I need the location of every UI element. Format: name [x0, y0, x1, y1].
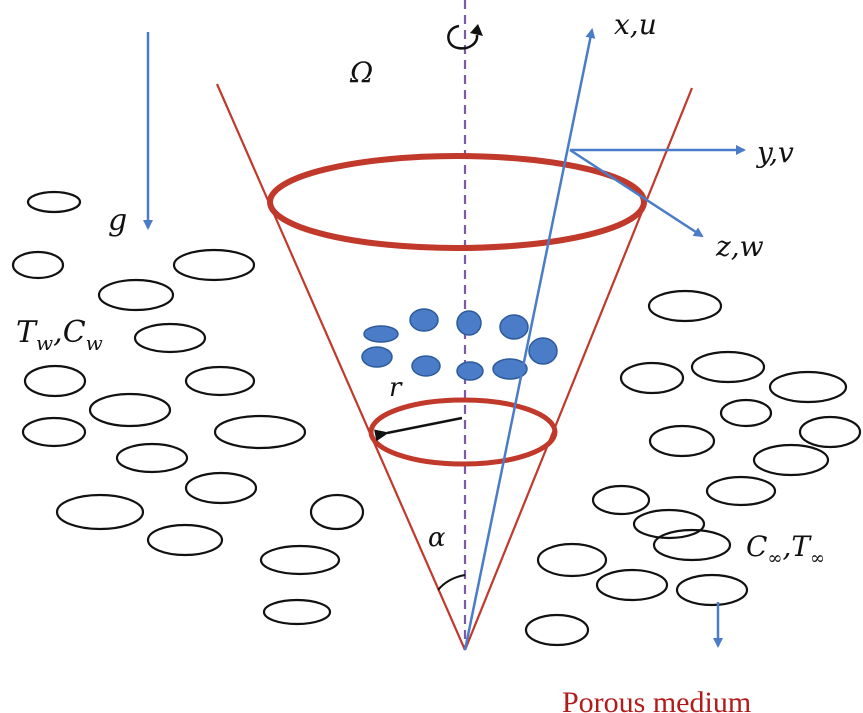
wall-C-subscript: w — [86, 331, 103, 355]
pore — [768, 370, 848, 404]
pore — [648, 424, 716, 458]
porous-pores-left — [11, 190, 365, 626]
pore — [536, 542, 608, 578]
cone-bottom-ring — [368, 397, 558, 467]
pore — [184, 471, 258, 505]
radius-arrow — [374, 416, 463, 442]
pore — [309, 493, 365, 531]
inf-C: C — [746, 530, 767, 563]
pore — [595, 568, 669, 602]
porous-pores-right — [524, 289, 862, 647]
inf-C-subscript: ∞ — [767, 548, 782, 569]
inf-T: T — [791, 530, 812, 563]
particle — [456, 310, 482, 336]
nanoparticles — [361, 308, 558, 381]
pore — [675, 573, 749, 607]
particle — [528, 337, 558, 365]
cone-top-ring — [267, 153, 647, 251]
cone-left-side — [215, 83, 467, 651]
pore — [619, 361, 685, 395]
pore — [752, 443, 830, 477]
pore — [26, 190, 82, 214]
z-axis-arrow — [569, 148, 704, 238]
pore — [11, 250, 65, 280]
pore — [213, 414, 307, 450]
rotation-arrow-icon — [447, 24, 483, 50]
pore — [632, 508, 706, 540]
particle — [409, 308, 439, 332]
x-axis-label: x,u — [614, 8, 657, 41]
pore — [652, 528, 732, 562]
pore — [115, 442, 189, 474]
particle — [411, 355, 441, 377]
pore — [798, 415, 862, 449]
omega-label: Ω — [349, 56, 373, 89]
pore — [88, 392, 172, 428]
particle — [499, 314, 529, 340]
pore — [133, 322, 207, 354]
gravity-label: g — [108, 203, 127, 238]
wall-C: C — [63, 315, 86, 350]
radius-label: r — [389, 373, 403, 403]
pore — [259, 544, 341, 576]
wall-comma: , — [53, 315, 63, 350]
pore — [184, 365, 256, 397]
porous-medium-label: Porous medium — [562, 686, 751, 713]
pore — [146, 523, 224, 557]
wall-T: T — [16, 315, 38, 350]
pore — [23, 364, 87, 398]
particle — [363, 325, 399, 343]
pore — [55, 493, 145, 531]
wall-conditions-label: Tw,Cw — [16, 315, 103, 355]
pore — [524, 613, 590, 647]
angle-arc — [437, 574, 466, 591]
x-axis-arrow — [463, 28, 596, 651]
angle-label: α — [428, 523, 446, 553]
pore — [690, 350, 766, 384]
particle — [492, 358, 528, 380]
particle — [456, 361, 484, 381]
pore — [705, 475, 777, 507]
wall-T-subscript: w — [36, 331, 53, 355]
pore — [591, 484, 651, 516]
particle — [361, 346, 393, 368]
pore — [262, 598, 332, 626]
pore — [97, 278, 175, 312]
cone-right-side — [463, 87, 694, 651]
ambient-comma: , — [782, 530, 791, 563]
z-axis-label: z,w — [715, 230, 764, 263]
ambient-conditions-label: C∞,T∞ — [746, 530, 825, 569]
pore — [719, 398, 773, 428]
pore — [172, 248, 256, 282]
y-axis-label: y,v — [755, 136, 794, 169]
pore — [21, 416, 87, 448]
inf-T-subscript: ∞ — [810, 548, 825, 569]
pore — [647, 289, 723, 323]
